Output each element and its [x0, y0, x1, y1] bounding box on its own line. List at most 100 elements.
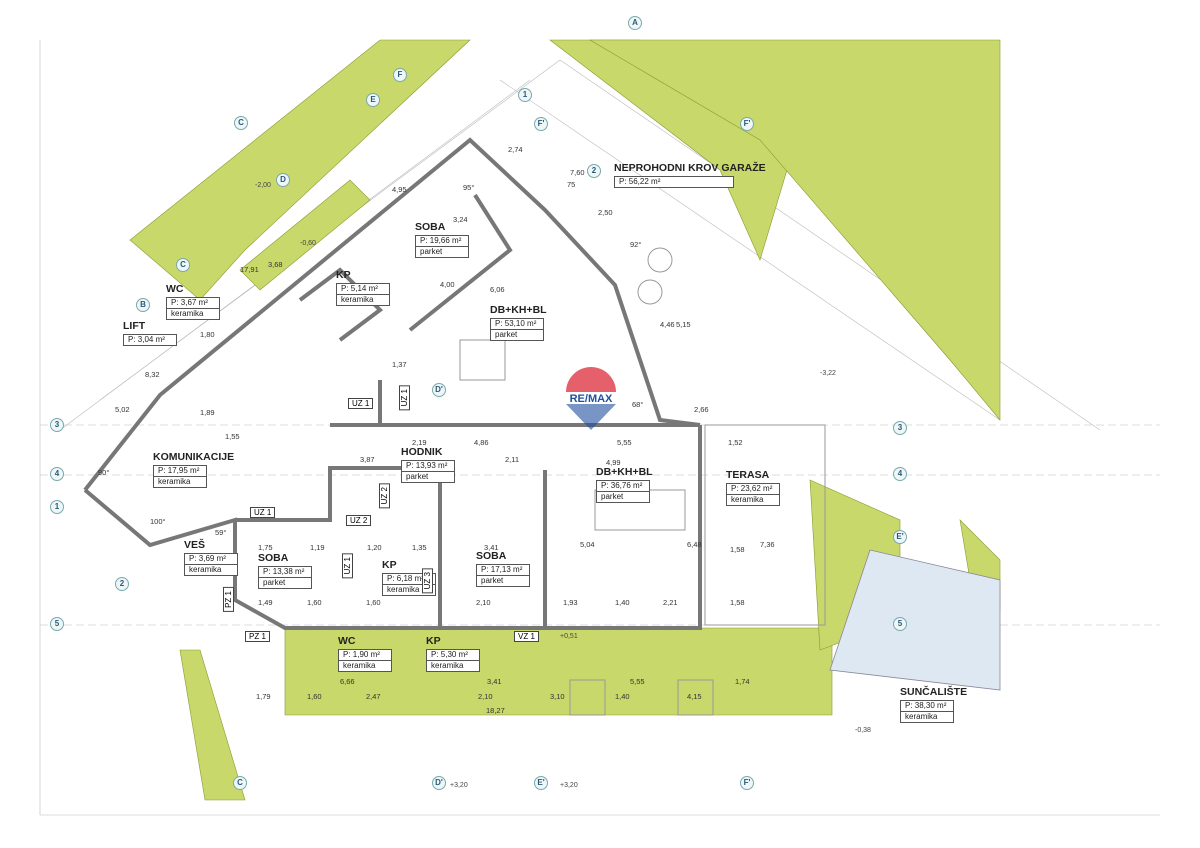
tag-pz1: PZ 1 — [223, 587, 234, 612]
room-name: SOBA — [258, 552, 289, 564]
axis-marker: F' — [740, 776, 754, 790]
room-name: TERASA — [726, 469, 770, 481]
dimension-label: 68° — [632, 400, 644, 409]
dimension-label: 2,50 — [598, 208, 613, 217]
room-area: P: 17,95 m² — [158, 465, 200, 475]
room-area: P: 19,66 m² — [420, 235, 462, 245]
room-floor: keramika — [167, 307, 219, 319]
room-area: P: 5,14 m² — [341, 283, 378, 293]
dimension-label: 1,75 — [258, 543, 273, 552]
tag-vz1: VZ 1 — [514, 631, 539, 642]
room-area: P: 6,18 m² — [387, 573, 424, 583]
tag-uz1: UZ 1 — [399, 385, 410, 411]
axis-marker: 5 — [893, 617, 907, 631]
dimension-label: 18,27 — [486, 706, 505, 715]
dimension-label: 75 — [567, 180, 576, 189]
remax-logo: RE/MAX — [564, 367, 618, 430]
room-name: DB+KH+BL — [596, 466, 653, 478]
room-area: P: 36,76 m² — [601, 480, 643, 490]
room-name: NEPROHODNI KROV GARAŽE — [614, 162, 766, 174]
dimension-label: 8,32 — [145, 370, 160, 379]
dimension-label: 1,60 — [366, 598, 381, 607]
room-floor: keramika — [339, 659, 391, 671]
tag-uz3: UZ 3 — [422, 568, 433, 594]
room-floor: parket — [477, 574, 529, 586]
elevation-mark: -3,22 — [820, 370, 836, 377]
svg-text:RE/MAX: RE/MAX — [570, 393, 613, 405]
room-floor: parket — [259, 576, 311, 588]
axis-marker: 2 — [587, 164, 601, 178]
dimension-label: 90° — [98, 468, 110, 477]
dimension-label: 1,20 — [367, 543, 382, 552]
room-name: LIFT — [123, 320, 146, 332]
room-floor: parket — [402, 470, 454, 482]
walls — [83, 137, 702, 630]
room-area: P: 53,10 m² — [495, 318, 537, 328]
axis-marker: 4 — [50, 467, 64, 481]
tag-uz1: UZ 1 — [342, 553, 353, 579]
dimension-label: 6,48 — [687, 540, 702, 549]
axis-marker: 1 — [50, 500, 64, 514]
room-name: HODNIK — [401, 446, 443, 458]
axis-marker: E — [366, 93, 380, 107]
dimension-label: 1,35 — [412, 543, 427, 552]
room-area: P: 1,90 m² — [343, 649, 380, 659]
dimension-label: 7,36 — [760, 540, 775, 549]
dimension-label: 4,86 — [474, 438, 489, 447]
room-name: SOBA — [415, 221, 446, 233]
dimension-label: 1,19 — [310, 543, 325, 552]
room-name: KP — [382, 559, 397, 571]
dimension-label: 1,40 — [615, 598, 630, 607]
dimension-label: 4,99 — [606, 458, 621, 467]
room-area: P: 3,69 m² — [189, 553, 226, 563]
dimension-label: 1,58 — [730, 598, 745, 607]
room-area: P: 23,62 m² — [731, 483, 773, 493]
axis-marker: 4 — [893, 467, 907, 481]
axis-marker: D' — [432, 383, 446, 397]
axis-marker: 3 — [893, 421, 907, 435]
room-floor: keramika — [185, 563, 237, 575]
dimension-label: 1,80 — [200, 330, 215, 339]
greenery — [129, 39, 1001, 801]
dimension-label: 3,24 — [453, 215, 468, 224]
dimension-label: 2,66 — [694, 405, 709, 414]
room-floor: keramika — [727, 493, 779, 505]
dimension-label: 92° — [630, 240, 642, 249]
room-area: P: 38,30 m² — [905, 700, 947, 710]
tag-uz2: UZ 2 — [379, 483, 390, 509]
room-name: SOBA — [476, 550, 507, 562]
axis-marker: C — [176, 258, 190, 272]
axis-marker: E' — [893, 530, 907, 544]
dimension-label: 2,47 — [366, 692, 381, 701]
dimension-label: 3,10 — [550, 692, 565, 701]
dimension-label: 100° — [150, 517, 166, 526]
axis-marker: C — [233, 776, 247, 790]
dimension-label: 1,40 — [615, 692, 630, 701]
room-floor: keramika — [337, 293, 389, 305]
dimension-label: 95° — [463, 183, 475, 192]
dimension-label: 1,52 — [728, 438, 743, 447]
room-floor: keramika — [383, 583, 435, 595]
room-floor: parket — [416, 245, 468, 257]
dimension-label: 1,74 — [735, 677, 750, 686]
axis-marker: D' — [432, 776, 446, 790]
elevation-mark: +0,51 — [560, 633, 578, 640]
dimension-label: 1,58 — [730, 545, 745, 554]
room-area: P: 3,04 m² — [128, 334, 165, 344]
dimension-label: 2,11 — [505, 455, 520, 464]
dimension-label: 4,95 — [392, 185, 407, 194]
room-floor: keramika — [427, 659, 479, 671]
axis-marker: 3 — [50, 418, 64, 432]
axis-marker: 1 — [518, 88, 532, 102]
